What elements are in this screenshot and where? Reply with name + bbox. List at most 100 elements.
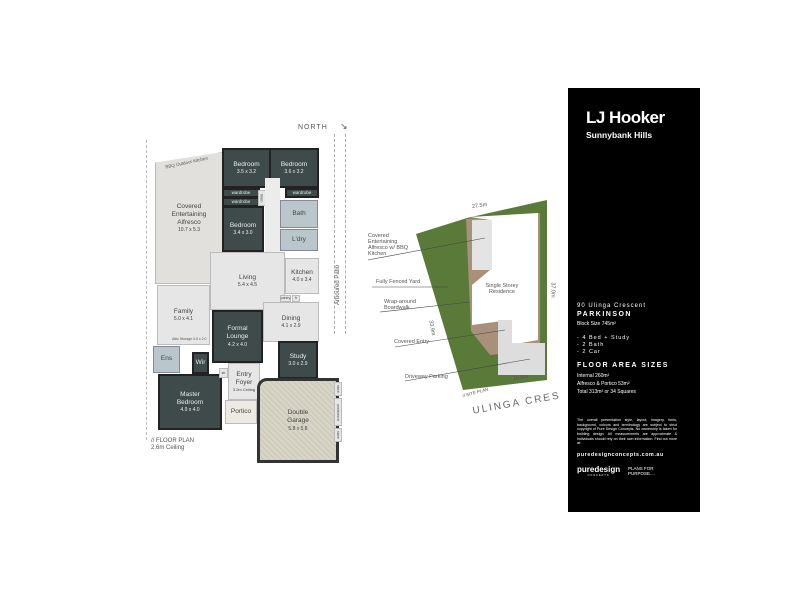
hallway [265, 178, 280, 258]
str-label: str [221, 370, 226, 375]
pantry: pantry [280, 295, 291, 302]
room-name: Family [173, 307, 194, 315]
room-name: Kitchen [291, 268, 313, 276]
room-name: Ens [160, 355, 173, 363]
feature-beds: - 4 Bed + Study [577, 335, 631, 341]
room-name: Formal Lounge [226, 325, 249, 341]
floor-plan-caption: // FLOOR PLAN [151, 438, 195, 444]
store-label: store [336, 431, 341, 439]
north-arrow-icon: ↘ [340, 121, 348, 131]
room-size: 3.5 x 3.2 [236, 168, 257, 175]
website-link[interactable]: puredesignconcepts.com.au [577, 452, 664, 458]
pantry-label: pantry [280, 296, 291, 301]
area-alfresco: Alfresco & Portico 53m² [577, 381, 630, 387]
garage-store: store [334, 382, 342, 396]
room-size: 4.2 x 4.0 [227, 341, 248, 348]
store: str [219, 368, 228, 378]
wardrobe-label: wardrobe [292, 190, 312, 196]
agency-panel: LJ Hooker Sunnybank Hills 90 Ulinga Cres… [568, 88, 700, 512]
garage-store-2: store [334, 428, 342, 442]
room-name: Bath [292, 209, 306, 217]
alfresco-area [472, 220, 492, 270]
room-size: 5.8 x 5.8 [288, 425, 308, 432]
room-size: 5.0 x 4.1 [173, 315, 194, 322]
attic-storage: Attic Storage [172, 337, 193, 341]
room-wir: Wir [192, 352, 209, 374]
room-size: 4.0 x 3.4 [292, 276, 312, 283]
block-size: Block Size 745m² [577, 321, 616, 327]
residence [470, 213, 538, 345]
site-plan [367, 200, 547, 390]
leader-line [394, 329, 506, 348]
floor-plan-ceiling: 2.6m Ceiling [151, 445, 185, 451]
address: 90 Ulinga Crescent [577, 303, 647, 309]
room-name: Wir [195, 358, 206, 366]
room-name: Dining [281, 314, 301, 322]
attic-storage-label: Attic Storage 4.5 x 2.0 [172, 337, 206, 341]
fridge-label: fr [294, 296, 298, 301]
logo-sub: CONCEPTS [587, 474, 610, 477]
north-label: NORTH [298, 124, 328, 131]
room-name: L'dry [292, 235, 306, 243]
feature-cars: - 2 Car [577, 349, 601, 355]
room-size: 3.2m Ceiling [232, 387, 256, 393]
logo-text: puredesign [577, 465, 621, 474]
area-internal: Internal 260m² [577, 373, 610, 379]
attic-size: 4.5 x 2.0 [193, 337, 207, 341]
site-label-boardwalk: Wrap-around Boardwalk [384, 299, 416, 311]
room-name: Entry Foyer [235, 370, 253, 386]
side-fence [146, 140, 156, 440]
site-label-entry: Covered Entry [394, 339, 430, 345]
room-size: 4.9 x 4.0 [180, 407, 200, 413]
room-name: Portico [230, 407, 252, 415]
office-name: Sunnybank Hills [586, 130, 653, 140]
leader-line [367, 237, 486, 261]
workbench-label: workbench [336, 403, 341, 421]
linen-label: linen [259, 193, 265, 203]
room-bath: Bath [280, 200, 318, 228]
fence-line [334, 134, 346, 334]
dim-right: 37.0m [549, 282, 556, 298]
site-label-alfresco: Covered Entertaining Alfresco w/ BBQ Kit… [368, 233, 409, 257]
room-size: 10.7 x 5.3 [178, 227, 200, 234]
puredesign-logo: puredesign CONCEPTS [577, 465, 620, 477]
room-ensuite: Ens [153, 346, 180, 373]
room-name: Master Bedroom [176, 390, 204, 406]
wardrobe-label: wardrobe [231, 199, 251, 205]
room-size: 4.1 x 2.9 [281, 322, 301, 329]
room-name: Double Garage [287, 409, 309, 425]
wardrobe-label: wardrobe [231, 190, 251, 196]
room-size: 5.4 x 4.5 [237, 281, 258, 288]
room-name: Bedroom [229, 221, 257, 229]
leader-line [379, 301, 471, 313]
room-portico: Portico [225, 400, 257, 424]
arboured-patio-label: Arboured Patio [335, 264, 342, 306]
room-name: Bedroom [280, 160, 308, 168]
brand-logo: LJ Hooker [586, 108, 665, 127]
fridge: fr [292, 295, 300, 302]
wardrobe: wardrobe [285, 188, 319, 198]
room-name: Bedroom [233, 160, 260, 168]
room-name: Covered Entertaining Alfresco [171, 202, 207, 226]
store-label: store [336, 385, 341, 393]
room-size: 3.4 x 3.0 [233, 229, 253, 236]
floor-area-heading: FLOOR AREA SIZES [577, 362, 669, 369]
room-size: 3.0 x 2.9 [288, 360, 308, 367]
suburb: PARKINSON [577, 311, 632, 318]
feature-baths: - 2 Bath [577, 342, 605, 348]
site-label-yard: Fully Fenced Yard [376, 279, 421, 285]
disclaimer: The overall presentation style, layout, … [577, 418, 677, 446]
room-size: 3.6 x 3.2 [284, 168, 304, 175]
room-name: Living [239, 273, 256, 281]
